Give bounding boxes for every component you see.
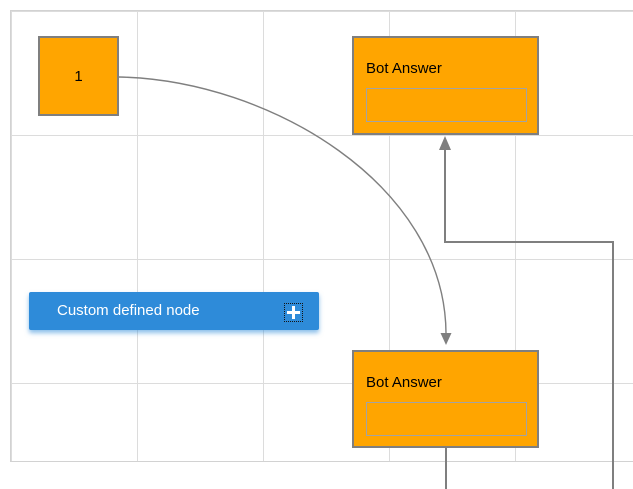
plus-icon — [287, 306, 300, 319]
add-node-button[interactable] — [284, 303, 303, 322]
node-start[interactable]: 1 — [38, 36, 119, 116]
node-start-label: 1 — [74, 67, 83, 85]
node-title: Bot Answer — [366, 60, 442, 77]
node-custom-defined[interactable]: Custom defined node — [29, 292, 319, 330]
node-text-field[interactable] — [366, 88, 527, 122]
node-bot-answer-bottom[interactable]: Bot Answer — [352, 350, 539, 448]
node-title: Bot Answer — [366, 374, 442, 391]
node-text-field[interactable] — [366, 402, 527, 436]
node-custom-label: Custom defined node — [57, 302, 200, 319]
node-bot-answer-top[interactable]: Bot Answer — [352, 36, 539, 135]
